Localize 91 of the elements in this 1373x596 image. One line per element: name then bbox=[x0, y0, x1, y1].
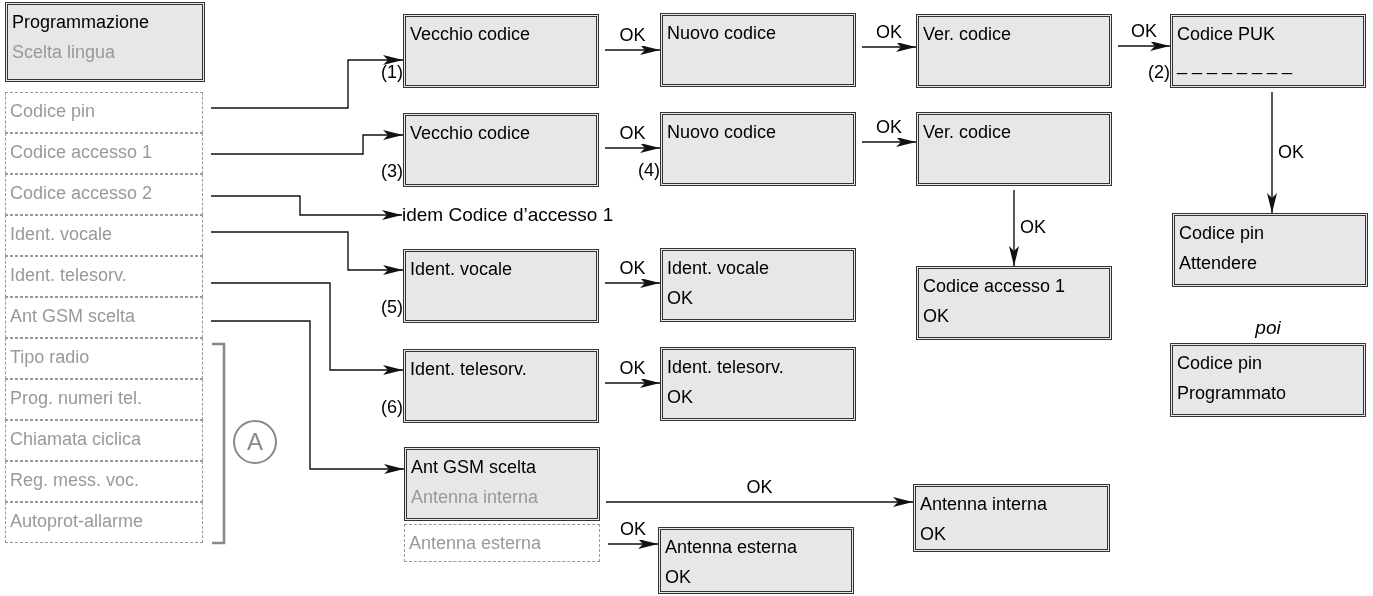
menu-item bbox=[5, 461, 203, 502]
display-screen bbox=[658, 527, 854, 594]
menu-item bbox=[5, 338, 203, 379]
step-number: (3) bbox=[381, 160, 404, 183]
screen-text: Codice pin bbox=[10, 100, 97, 123]
screen-text: Attendere bbox=[1179, 252, 1259, 275]
menu-item bbox=[5, 174, 203, 215]
menu-item bbox=[5, 215, 203, 256]
menu-item bbox=[404, 524, 600, 562]
arrow bbox=[210, 55, 404, 109]
screen-text: OK bbox=[920, 523, 947, 546]
screen-text: Ant GSM scelta bbox=[411, 456, 538, 479]
screen-text: Programmato bbox=[1177, 382, 1288, 405]
arrow bbox=[1009, 189, 1019, 267]
menu-item bbox=[5, 297, 203, 338]
arrow bbox=[210, 282, 404, 375]
step-number: (1) bbox=[381, 61, 404, 84]
screen-text: Antenna interna bbox=[411, 486, 540, 509]
screen-text: Nuovo codice bbox=[667, 22, 778, 45]
menu-item bbox=[5, 420, 203, 461]
screen-text: Vecchio codice bbox=[410, 122, 532, 145]
display-screen bbox=[916, 14, 1112, 88]
arrow bbox=[861, 137, 917, 147]
screen-text: Ident. vocale bbox=[410, 258, 514, 281]
screen-text: Codice PUK bbox=[1177, 23, 1277, 46]
arrow bbox=[604, 378, 661, 388]
arrow bbox=[210, 320, 405, 474]
screen-text: Ver. codice bbox=[923, 121, 1013, 144]
arrow bbox=[1117, 41, 1171, 51]
step-number: (6) bbox=[381, 396, 404, 419]
screen-text: OK bbox=[665, 566, 692, 589]
callout-letter-text: A bbox=[247, 427, 263, 457]
display-screen bbox=[660, 248, 856, 322]
menu-item bbox=[5, 256, 203, 297]
arrow bbox=[605, 497, 914, 507]
screen-text: Programmazione bbox=[12, 11, 151, 34]
step-number: (2) bbox=[1148, 61, 1171, 84]
menu-item bbox=[5, 133, 203, 174]
display-screen bbox=[1172, 213, 1368, 287]
arrow bbox=[604, 278, 661, 288]
arrow bbox=[210, 231, 404, 275]
screen-text: Codice pin bbox=[1177, 352, 1264, 375]
screen-text: Chiamata ciclica bbox=[10, 428, 143, 451]
screen-text: Codice pin bbox=[1179, 222, 1266, 245]
screen-text: Autoprot-allarme bbox=[10, 510, 145, 533]
display-screen bbox=[660, 13, 856, 87]
screen-text: Antenna esterna bbox=[409, 532, 543, 555]
screen-text: Vecchio codice bbox=[410, 23, 532, 46]
display-screen bbox=[660, 347, 856, 421]
screen-text: Ident. telesorv. bbox=[410, 358, 528, 381]
screen-text: Prog. numeri tel. bbox=[10, 387, 144, 410]
display-screen bbox=[913, 484, 1110, 552]
arrow bbox=[607, 539, 659, 549]
display-screen bbox=[404, 447, 600, 521]
screen-text: Ver. codice bbox=[923, 23, 1013, 46]
screen-text: OK bbox=[923, 305, 950, 328]
menu-item bbox=[5, 379, 203, 420]
callout-letter bbox=[233, 420, 277, 464]
screen-text: Scelta lingua bbox=[12, 41, 117, 64]
note-text: poi bbox=[1255, 316, 1281, 340]
screen-text: Antenna esterna bbox=[665, 536, 799, 559]
display-screen bbox=[5, 2, 205, 82]
menu-item bbox=[5, 502, 203, 543]
menu-item bbox=[5, 92, 203, 133]
screen-text: Tipo radio bbox=[10, 346, 91, 369]
screen-text: Codice accesso 1 bbox=[10, 141, 154, 164]
arrow bbox=[604, 143, 661, 153]
screen-text: Reg. mess. voc. bbox=[10, 469, 141, 492]
step-number: (4) bbox=[638, 159, 661, 182]
arrow bbox=[604, 45, 661, 55]
screen-text: _ _ _ _ _ _ _ _ bbox=[1177, 53, 1294, 77]
screen-text: Codice accesso 2 bbox=[10, 182, 154, 205]
screen-text: Ident. vocale bbox=[667, 257, 771, 280]
screen-text: Ident. vocale bbox=[10, 223, 114, 246]
screen-text: Codice accesso 1 bbox=[923, 275, 1067, 298]
screen-text: OK bbox=[667, 386, 694, 409]
arrow bbox=[210, 130, 404, 155]
step-number: (5) bbox=[381, 296, 404, 319]
display-screen bbox=[916, 266, 1112, 340]
arrow bbox=[1267, 91, 1277, 214]
screen-text: Nuovo codice bbox=[667, 121, 778, 144]
screen-text: idem Codice d’accesso 1 bbox=[402, 203, 615, 227]
display-screen bbox=[916, 112, 1112, 186]
screen-text: Ant GSM scelta bbox=[10, 305, 137, 328]
display-screen bbox=[1170, 343, 1366, 417]
arrow bbox=[861, 42, 917, 52]
screen-text: OK bbox=[667, 287, 694, 310]
arrow bbox=[210, 195, 403, 220]
screen-text: Ident. telesorv. bbox=[10, 264, 128, 287]
screen-text: Ident. telesorv. bbox=[667, 356, 785, 379]
screen-text: Antenna interna bbox=[920, 493, 1049, 516]
